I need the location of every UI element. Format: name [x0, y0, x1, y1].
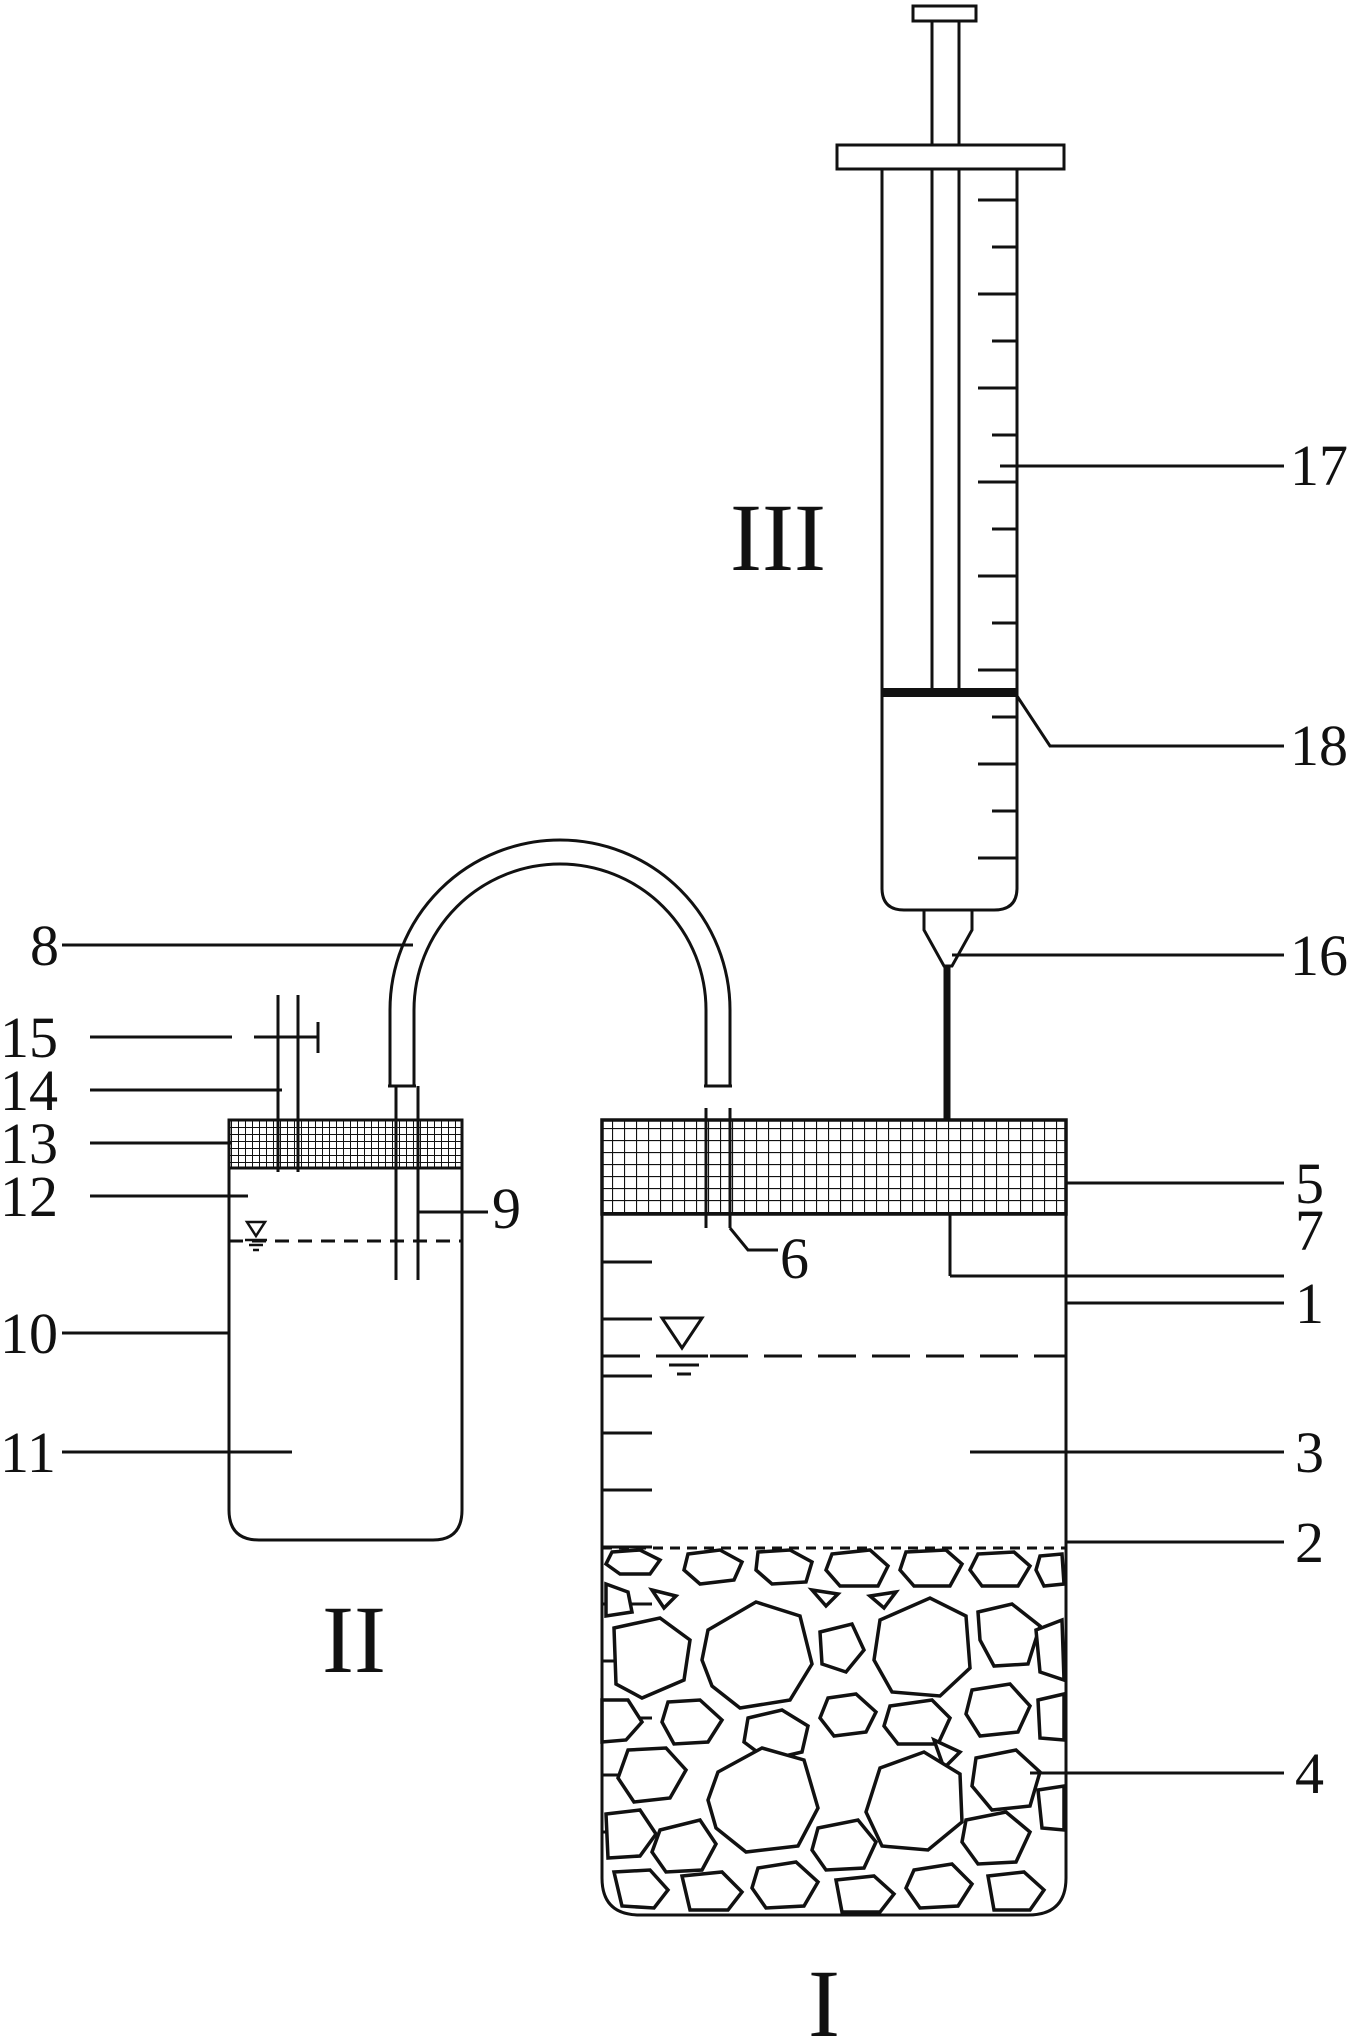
container-i — [600, 1108, 1068, 1917]
label-11: 11 — [0, 1420, 56, 1485]
syringe-barrel — [880, 169, 1019, 912]
label-18: 18 — [1290, 713, 1348, 778]
unit-label-ii: II — [322, 1586, 386, 1693]
unit-label-iii: III — [730, 484, 826, 591]
container-ii — [227, 995, 464, 1542]
label-9: 9 — [492, 1176, 521, 1241]
label-6: 6 — [780, 1226, 809, 1291]
syringe — [835, 4, 1066, 1120]
label-12: 12 — [0, 1164, 58, 1229]
number-labels: 17 18 16 8 15 14 13 12 9 10 11 5 6 7 1 3… — [0, 433, 1348, 1806]
label-16: 16 — [1290, 923, 1348, 988]
label-3: 3 — [1295, 1420, 1324, 1485]
piston — [882, 688, 1017, 697]
label-17: 17 — [1290, 433, 1348, 498]
leader-lines — [62, 464, 1284, 1775]
syringe-flange — [835, 143, 1066, 171]
syringe-nozzle — [922, 908, 974, 968]
label-5: 5 — [1295, 1151, 1324, 1216]
label-2: 2 — [1295, 1510, 1324, 1575]
label-8: 8 — [30, 913, 59, 978]
label-13: 13 — [0, 1111, 58, 1176]
stone-layer-4 — [600, 1548, 1066, 1914]
label-10: 10 — [0, 1301, 58, 1366]
water-level-symbol-i — [659, 1316, 708, 1376]
syringe-scale — [978, 198, 1017, 860]
plunger-rod-top — [930, 19, 961, 147]
label-4: 4 — [1295, 1741, 1324, 1806]
label-1: 1 — [1295, 1271, 1324, 1336]
label-14: 14 — [0, 1058, 58, 1123]
plunger-thumb — [911, 4, 978, 23]
unit-label-i: I — [808, 1950, 840, 2042]
label-7: 7 — [1295, 1198, 1324, 1263]
stopper-13 — [227, 1118, 464, 1170]
label-15: 15 — [0, 1005, 58, 1070]
bottle-10 — [227, 1168, 464, 1542]
unit-labels: III II I — [322, 484, 840, 2042]
vessel-1 — [600, 1214, 1068, 1917]
water-level-symbol-ii — [244, 1220, 268, 1252]
lid-5 — [600, 1118, 1068, 1216]
hose-8 — [388, 838, 732, 1108]
